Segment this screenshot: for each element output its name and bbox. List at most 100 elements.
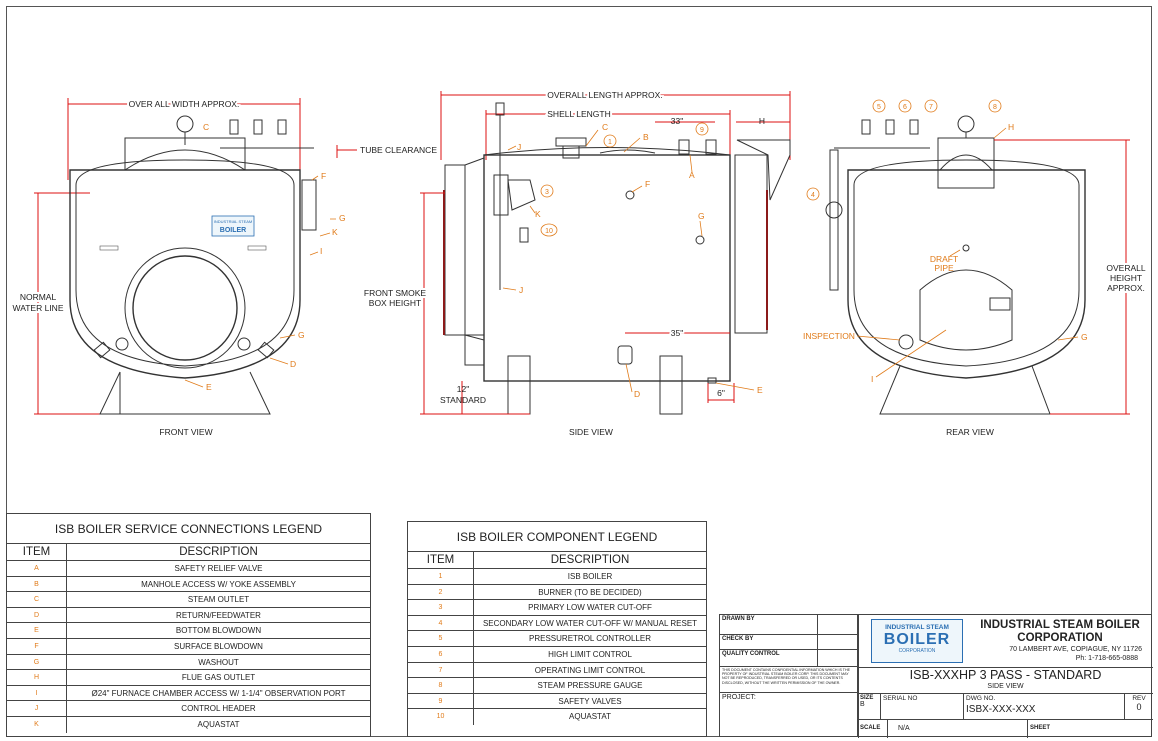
sheet-cell: SHEET	[1030, 725, 1051, 731]
service-legend-item: J	[7, 701, 67, 716]
shell-length-label: SHELL LENGTH	[547, 109, 610, 119]
side-view: OVERALL LENGTH APPROX. SHELL LENGTH 33" …	[362, 88, 791, 437]
component-legend-row: 3 PRIMARY LOW WATER CUT-OFF	[408, 600, 706, 616]
overall-height-label-2: HEIGHT	[1110, 273, 1142, 283]
front-overall-width-label: OVER ALL WIDTH APPROX.	[129, 99, 240, 109]
side-callout-c: C	[602, 122, 608, 132]
component-legend-title: ISB BOILER COMPONENT LEGEND	[408, 522, 706, 552]
service-legend-description: CONTROL HEADER	[181, 704, 256, 714]
component-legend-row: 2 BURNER (TO BE DECIDED)	[408, 584, 706, 601]
service-legend-description: Ø24" FURNACE CHAMBER ACCESS W/ 1-1/4" OB…	[91, 688, 346, 698]
svg-text:INDUSTRIAL STEAM: INDUSTRIAL STEAM	[214, 219, 253, 224]
side-callout-e: E	[757, 385, 763, 395]
service-legend-description: BOTTOM BLOWDOWN	[175, 626, 262, 636]
service-legend-item: C	[7, 592, 67, 607]
rear-circle-8: 8	[993, 104, 997, 111]
standard-label: STANDARD	[440, 395, 486, 405]
service-legend-row: E BOTTOM BLOWDOWN	[7, 623, 370, 639]
company-info: INDUSTRIAL STEAM BOILER CORPORATION 70 L…	[980, 619, 1142, 662]
front-callout-g: G	[339, 213, 346, 223]
service-legend-description: FLUE GAS OUTLET	[181, 673, 256, 683]
component-legend-item: 9	[408, 693, 474, 709]
rear-boiler-body	[847, 169, 1086, 379]
service-legend-description: RETURN/FEEDWATER	[176, 610, 261, 620]
service-legend-row: I Ø24" FURNACE CHAMBER ACCESS W/ 1-1/4" O…	[7, 685, 370, 702]
overall-height-label-3: APPROX.	[1107, 283, 1145, 293]
rear-view-caption: REAR VIEW	[946, 427, 994, 437]
side-front-smokebox	[444, 164, 466, 336]
dwg-no-cell: DWG NO. ISBX-XXX-XXX	[964, 693, 1125, 720]
rear-pressure-gauge-icon	[957, 115, 975, 133]
component-legend-item: 6	[408, 646, 474, 662]
service-legend-title: ISB BOILER SERVICE CONNECTIONS LEGEND	[7, 514, 370, 544]
side-flue-outlet	[736, 139, 791, 201]
service-legend-description: AQUASTAT	[197, 719, 240, 729]
front-callout-f: F	[321, 171, 326, 181]
front-logo	[211, 215, 255, 237]
component-legend-row: 6 HIGH LIMIT CONTROL	[408, 646, 706, 663]
rev-cell: REV 0	[1125, 693, 1153, 720]
component-legend-description: ISB BOILER	[567, 572, 613, 581]
component-legend-description: STEAM PRESSURE GAUGE	[537, 681, 643, 691]
rear-callout-i: I	[871, 374, 873, 384]
component-legend-item: 3	[408, 600, 474, 615]
component-legend: ISB BOILER COMPONENT LEGEND ITEM DESCRIP…	[407, 521, 707, 737]
scale-value-cell: N/A	[888, 720, 1028, 738]
draft-pipe-label-2: PIPE	[934, 263, 954, 273]
component-legend-description: AQUASTAT	[569, 712, 611, 722]
component-legend-item: 2	[408, 584, 474, 600]
front-view-caption: FRONT VIEW	[159, 427, 212, 437]
service-legend-row: J CONTROL HEADER	[7, 701, 370, 717]
draft-pipe-label-1: DRAFT	[930, 254, 958, 264]
side-circle-1: 1	[608, 139, 612, 146]
dim-33-label: 33"	[671, 116, 683, 126]
front-smoke-label-1: FRONT SMOKE	[364, 288, 427, 298]
side-callout-d: D	[634, 389, 640, 399]
pressure-gauge-icon	[176, 115, 194, 133]
front-callout-k: K	[332, 227, 338, 237]
rear-circle-4: 4	[811, 192, 815, 199]
service-legend-description: WASHOUT	[198, 657, 239, 667]
front-callout-d: D	[290, 359, 296, 369]
component-legend-item: 1	[408, 569, 474, 584]
inspection-label: INSPECTION	[803, 331, 855, 341]
front-boiler-body	[69, 169, 301, 379]
component-legend-row: 7 OPERATING LIMIT CONTROL	[408, 662, 706, 679]
component-legend-row: 10 AQUASTAT	[408, 709, 706, 725]
side-callout-f: F	[645, 179, 650, 189]
normal-water-line-label-2: WATER LINE	[12, 303, 63, 313]
service-legend-item: G	[7, 654, 67, 670]
component-legend-description: OPERATING LIMIT CONTROL	[534, 665, 646, 675]
serial-cell: SERIAL NO	[881, 693, 964, 720]
component-legend-description: SECONDARY LOW WATER CUT-OFF W/ MANUAL RE…	[482, 618, 698, 628]
component-legend-item: 7	[408, 662, 474, 678]
rear-circle-7: 7	[929, 104, 933, 111]
component-legend-description: BURNER (TO BE DECIDED)	[538, 587, 642, 597]
side-circle-3: 3	[545, 189, 549, 196]
service-legend-description: SURFACE BLOWDOWN	[174, 641, 263, 651]
front-smoke-label-2: BOX HEIGHT	[369, 298, 421, 308]
overall-height-label-1: OVERALL	[1106, 263, 1145, 273]
front-callout-g2: G	[298, 330, 305, 340]
side-callout-j2: J	[519, 285, 523, 295]
front-callout-i: I	[320, 246, 322, 256]
service-legend-item: B	[7, 576, 67, 592]
service-connections-legend: ISB BOILER SERVICE CONNECTIONS LEGEND IT…	[6, 513, 371, 737]
standard-12-label: 12"	[457, 384, 469, 394]
service-legend-item: I	[7, 685, 67, 701]
component-legend-description: PRIMARY LOW WATER CUT-OFF	[528, 603, 652, 613]
rear-circle-6: 6	[903, 104, 907, 111]
component-legend-item: 10	[408, 709, 474, 725]
overall-length-label: OVERALL LENGTH APPROX.	[547, 90, 662, 100]
service-legend-header: ITEM DESCRIPTION	[7, 544, 370, 561]
dim-35-label: 35"	[671, 328, 683, 338]
component-legend-description: HIGH LIMIT CONTROL	[548, 649, 632, 659]
side-view-caption: SIDE VIEW	[569, 427, 613, 437]
service-legend-item: E	[7, 623, 67, 638]
